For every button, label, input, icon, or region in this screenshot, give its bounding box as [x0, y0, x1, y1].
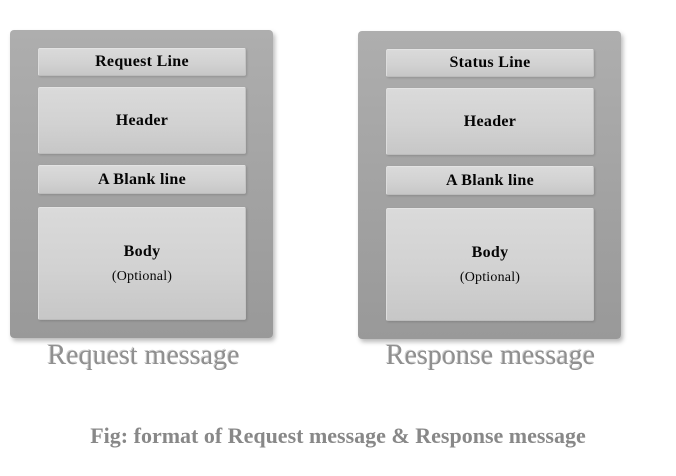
- response-body-optional-label: (Optional): [459, 269, 521, 285]
- response-message-caption: Response message: [385, 340, 596, 371]
- response-header-box: Header: [386, 88, 594, 155]
- response-body-box: Body (Optional): [386, 208, 594, 321]
- status-line-box: Status Line: [386, 49, 594, 77]
- request-message-panel: Request Line Header A Blank line Body (O…: [10, 30, 273, 338]
- request-line-box: Request Line: [38, 48, 246, 76]
- request-line-label: Request Line: [95, 53, 189, 70]
- request-header-label: Header: [115, 111, 169, 129]
- request-blank-line-box: A Blank line: [38, 165, 246, 194]
- response-body-label: Body: [471, 243, 509, 261]
- request-body-label: Body: [123, 242, 161, 260]
- response-header-label: Header: [463, 112, 517, 130]
- response-message-panel: Status Line Header A Blank line Body (Op…: [358, 31, 621, 339]
- request-body-box: Body (Optional): [38, 207, 246, 320]
- request-body-optional-label: (Optional): [111, 268, 173, 284]
- request-message-caption: Request message: [47, 340, 240, 371]
- request-header-box: Header: [38, 87, 246, 154]
- status-line-label: Status Line: [449, 54, 531, 71]
- figure-caption: Fig: format of Request message & Respons…: [90, 423, 586, 448]
- request-blank-line-label: A Blank line: [97, 170, 187, 188]
- response-blank-line-label: A Blank line: [445, 171, 535, 189]
- response-blank-line-box: A Blank line: [386, 166, 594, 195]
